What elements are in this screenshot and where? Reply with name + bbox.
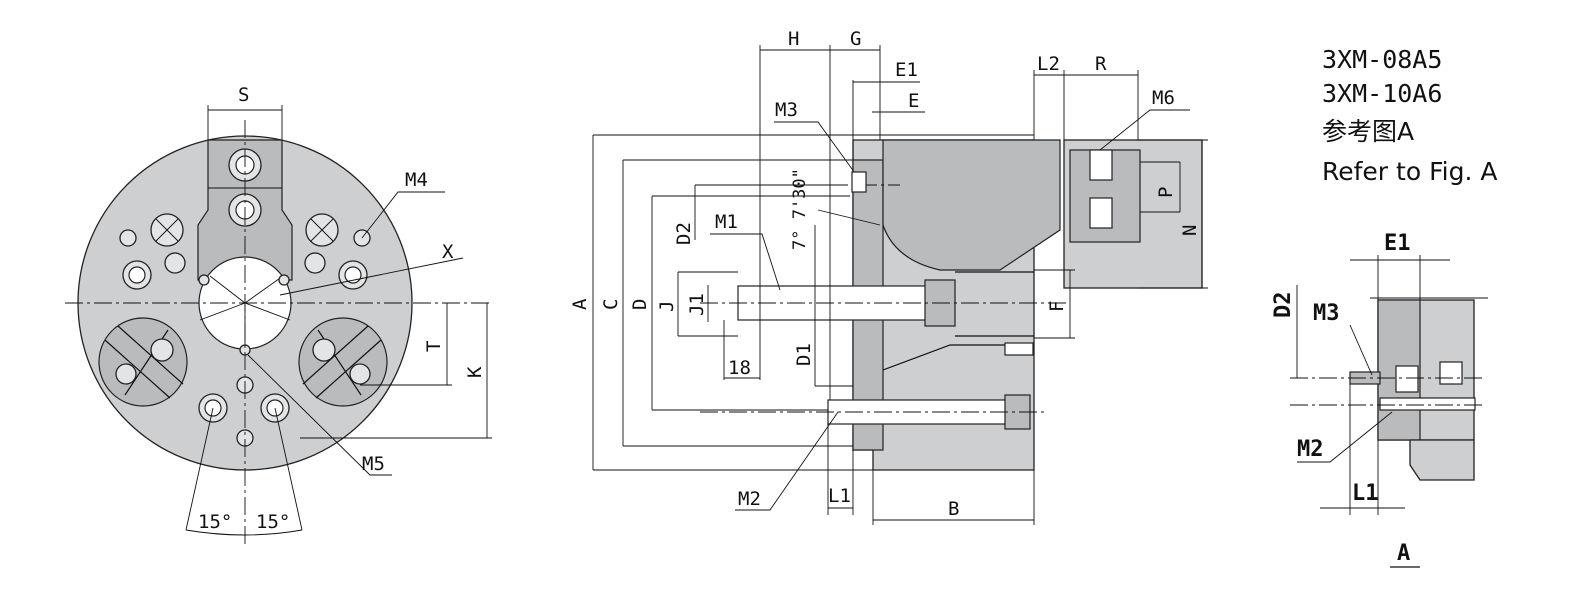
label-R: R xyxy=(1095,53,1107,75)
label-M4: M4 xyxy=(405,169,428,191)
label-J: J xyxy=(656,301,678,312)
label-L1: L1 xyxy=(828,485,851,507)
model-line-4: Refer to Fig. A xyxy=(1322,157,1497,186)
pin-hole xyxy=(198,274,210,286)
detail-label-M2: M2 xyxy=(1297,437,1324,462)
detail-label-E1: E1 xyxy=(1384,231,1411,256)
label-P: P xyxy=(1155,187,1177,198)
label-L2: L2 xyxy=(1037,53,1060,75)
label-M2: M2 xyxy=(738,488,761,510)
label-angle-right: 15° xyxy=(256,511,290,533)
side-view: H G E1 E M3 7° 7'30" D2 M1 A C D xyxy=(569,28,1208,525)
detail-label-A: A xyxy=(1397,541,1410,566)
label-E: E xyxy=(908,90,919,112)
detail-label-D2: D2 xyxy=(1271,292,1296,319)
label-A: A xyxy=(569,298,591,310)
label-angle-left: 15° xyxy=(198,511,232,533)
jaw-bottom-right xyxy=(298,317,388,407)
model-line-2: 3XM-10A6 xyxy=(1322,79,1442,108)
label-X: X xyxy=(442,241,454,263)
label-D1: D1 xyxy=(793,343,815,366)
label-J1: J1 xyxy=(686,293,708,316)
label-M6: M6 xyxy=(1152,87,1175,109)
front-view: S M4 X T K M5 15° 15° xyxy=(65,84,492,545)
label-E1: E1 xyxy=(895,59,918,81)
label-H: H xyxy=(788,28,799,50)
label-B: B xyxy=(948,498,959,520)
label-angle: 7° 7'30" xyxy=(790,168,810,250)
jaw-bottom-left xyxy=(98,317,188,407)
label-M3: M3 xyxy=(775,99,798,121)
detail-label-L1: L1 xyxy=(1352,481,1379,506)
label-18: 18 xyxy=(728,357,751,379)
label-S: S xyxy=(238,84,249,106)
detail-label-M3: M3 xyxy=(1313,301,1340,326)
model-line-3: 参考图A xyxy=(1322,117,1414,146)
label-F: F xyxy=(1046,301,1068,312)
label-D: D xyxy=(629,299,651,310)
label-M5: M5 xyxy=(362,453,385,475)
pin-hole xyxy=(278,274,290,286)
model-text: 3XM-08A5 3XM-10A6 参考图A Refer to Fig. A xyxy=(1322,45,1497,186)
model-line-1: 3XM-08A5 xyxy=(1322,45,1442,74)
label-T: T xyxy=(423,341,445,352)
label-C: C xyxy=(600,299,622,310)
detail-view-a: E1 D2 M3 M2 L1 A xyxy=(1271,231,1488,568)
side-jaw xyxy=(882,139,1061,271)
label-D2: D2 xyxy=(673,222,695,245)
label-N: N xyxy=(1179,225,1201,236)
label-M1: M1 xyxy=(715,211,738,233)
label-K: K xyxy=(464,366,486,378)
label-G: G xyxy=(850,28,861,50)
